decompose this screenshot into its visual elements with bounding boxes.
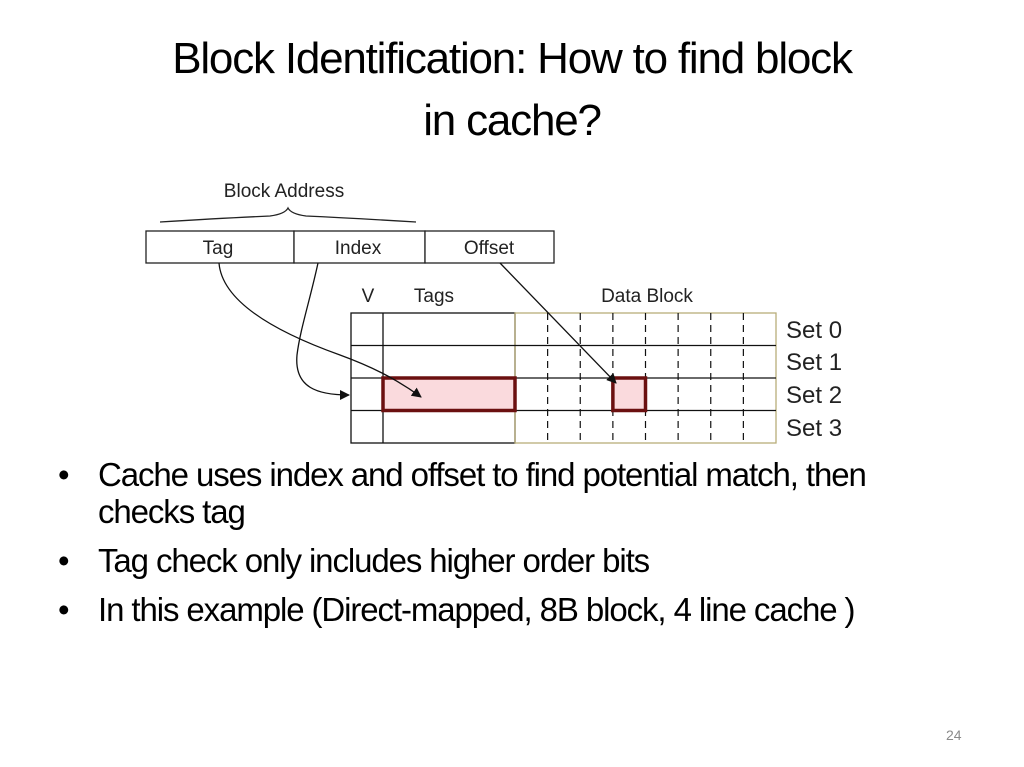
bullet-dot: • xyxy=(58,542,70,579)
slide-title-line-1: Block Identification: How to find block xyxy=(172,34,853,83)
cache-table xyxy=(350,312,777,444)
bullet-item: • Tag check only includes higher order b… xyxy=(58,542,938,579)
index-field-label: Index xyxy=(335,238,382,259)
highlighted-word-border xyxy=(611,376,648,413)
set-label: Set 3 xyxy=(786,415,842,442)
bullet-text: In this example (Direct-mapped, 8B block… xyxy=(98,591,856,628)
set-label: Set 2 xyxy=(786,382,842,409)
highlighted-tag-cell xyxy=(383,378,515,411)
data-block-column-header: Data Block xyxy=(601,286,693,307)
highlighted-data-word xyxy=(612,378,646,411)
offset-field xyxy=(424,230,555,264)
bullet-text: Cache uses index and offset to find pote… xyxy=(98,456,867,530)
slide-title-line-2: in cache? xyxy=(423,96,602,145)
bullet-dot: • xyxy=(58,456,70,493)
tag-compare-arrow xyxy=(218,262,422,398)
bullet-dot: • xyxy=(58,591,70,628)
bullet-text: Tag check only includes higher order bit… xyxy=(98,542,650,579)
index-select-arrow xyxy=(296,262,350,400)
tag-field xyxy=(145,230,295,264)
block-address-brace xyxy=(159,206,417,223)
bullet-item: • In this example (Direct-mapped, 8B blo… xyxy=(58,591,938,628)
slide-title: Block Identification: How to find block … xyxy=(0,28,1024,152)
valid-column-header: V xyxy=(362,286,375,307)
tag-field-label: Tag xyxy=(203,238,234,259)
set-label: Set 0 xyxy=(786,317,842,344)
offset-select-arrow xyxy=(499,262,617,384)
highlighted-tag-border xyxy=(381,376,517,413)
block-address-label: Block Address xyxy=(224,181,344,202)
address-fields: Tag Index Offset xyxy=(145,230,555,264)
set-labels: Set 0 Set 1 Set 2 Set 3 xyxy=(786,317,842,442)
bullet-list: • Cache uses index and offset to find po… xyxy=(58,456,938,640)
tags-column-header: Tags xyxy=(414,286,454,307)
page-number: 24 xyxy=(946,727,962,743)
bullet-item: • Cache uses index and offset to find po… xyxy=(58,456,938,530)
offset-field-label: Offset xyxy=(464,238,515,259)
set-label: Set 1 xyxy=(786,349,842,376)
